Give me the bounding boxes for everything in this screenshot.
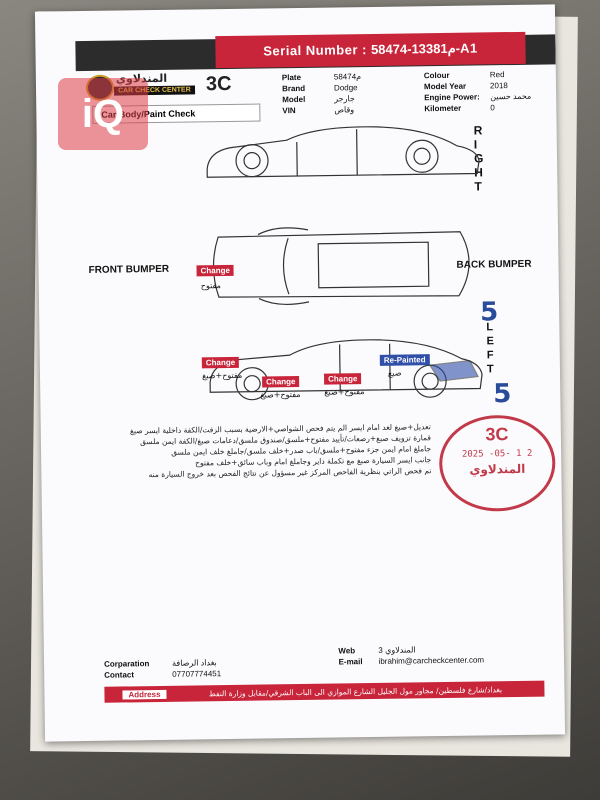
note-rear-door: مفتوح+صبغ	[324, 387, 365, 397]
change-tag-rear-door: Change	[324, 373, 362, 385]
stamp-date: 2025 -05- 1 2	[461, 448, 533, 460]
footer-contacts: Corparation بغداد الرصافة Contact 07707774…	[104, 643, 544, 681]
info-row: VIN وقاص	[282, 104, 361, 116]
company-stamp: 3C 2025 -05- 1 2 المندلاوي	[438, 414, 556, 513]
info-key: Brand	[281, 83, 306, 94]
info-value: م58474	[333, 72, 362, 82]
left-letter: L	[486, 321, 494, 334]
info-value: 0	[490, 103, 495, 113]
info-key: Model	[282, 94, 306, 105]
note-fender: مفتوح+صبغ	[201, 370, 243, 381]
note-front-door: مفتوح+صبغ	[260, 389, 301, 400]
info-key: Kilometer	[424, 103, 462, 114]
corporation-value: بغداد الرصافة	[171, 658, 217, 668]
info-value: 2018	[489, 81, 508, 91]
car-right-side-view	[206, 126, 480, 178]
logo-brand: 3C	[205, 72, 232, 96]
email-value: ibrahim@carcheckcenter.com	[378, 655, 485, 666]
iq-watermark: iQ	[58, 78, 148, 150]
car-top-view	[212, 227, 470, 306]
info-value: وقاص	[334, 105, 355, 115]
serial-number: Serial Number : م13381-58474-A1	[215, 31, 526, 69]
change-tag-hood: Change	[196, 264, 234, 277]
address-value: بغداد/شارع فلسطين/ مجاور مول الجليل الشا…	[208, 684, 503, 698]
left-letter: E	[486, 335, 495, 348]
web-value: المندلاوي 3	[378, 645, 416, 655]
info-key: Colour	[423, 70, 450, 81]
vehicle-info-left: Plate م58474 Brand Dodge Model جارجر VIN وقا…	[282, 71, 362, 116]
web-label: Web	[338, 646, 356, 656]
info-value: محمد حسين	[490, 91, 532, 102]
stamp-brand: 3C	[485, 424, 509, 445]
address-label: Address	[122, 689, 167, 700]
note-rear-paint: صبغ	[387, 368, 402, 378]
left-letter: T	[486, 363, 494, 376]
inspection-report-sheet: Serial Number : م13381-58474-A1 المندلاو…	[34, 4, 566, 742]
contact-value: 07707774451	[172, 669, 222, 679]
inspection-notes: تعديل+صبغ لغد امام ايسر الم يتم فحص الشو…	[101, 421, 432, 481]
left-letter: F	[486, 349, 494, 362]
change-tag-fender: Change	[201, 356, 240, 369]
change-tag-front-door: Change	[262, 376, 300, 388]
info-value: Red	[489, 70, 505, 80]
info-row: Kilometer 0	[424, 102, 531, 114]
vehicle-info-right: Colour Red Model Year 2018 Engine Power: مح…	[424, 69, 532, 114]
info-row: Engine Power: محمد حسين	[424, 91, 531, 103]
info-value: Dodge	[333, 83, 358, 93]
back-bumper-label: BACK BUMPER	[456, 258, 532, 271]
info-key: Plate	[281, 72, 302, 83]
left-side-label: L E F T	[486, 320, 494, 376]
stamp-name: المندلاوي	[469, 461, 526, 477]
address-bar: Address بغداد/شارع فلسطين/ مجاور مول الج…	[104, 680, 545, 703]
left-side-number-bottom: 5	[493, 379, 512, 410]
corporation-label: Corparation	[103, 659, 150, 669]
email-label: E-mail	[338, 657, 363, 667]
note-hood: مفتوح	[200, 281, 221, 291]
info-value: جارجر	[334, 94, 355, 104]
repainted-tag-rear: Re-Painted	[379, 354, 430, 366]
contact-label: Contact	[104, 670, 135, 680]
front-bumper-label: FRONT BUMPER	[88, 263, 170, 276]
info-key: Model Year	[423, 81, 467, 92]
info-key: Engine Power:	[424, 92, 480, 103]
info-key: VIN	[282, 106, 296, 116]
